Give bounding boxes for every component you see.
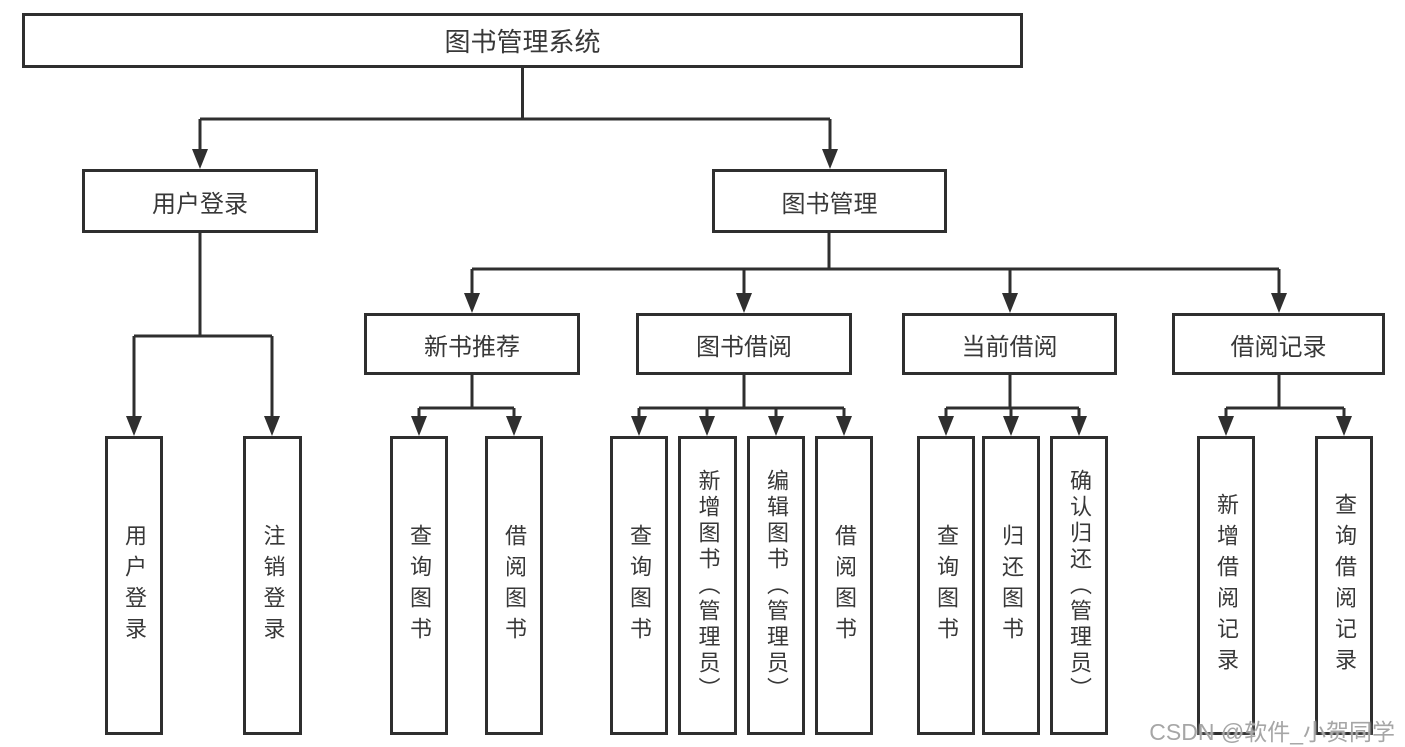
node-book-management: 图书管理 [712,169,947,233]
node-label: 图书借阅 [696,333,792,361]
leaf-label: 查询借阅记录 [1332,492,1357,679]
leaf-add-borrow-record: 新增借阅记录 [1197,436,1255,735]
leaf-logout: 注销登录 [243,436,302,735]
leaf-user-login: 用户登录 [105,436,163,735]
node-current-borrowing: 当前借阅 [902,313,1117,375]
leaf-label: 借阅图书 [502,523,527,648]
node-label: 用户登录 [152,190,248,218]
leaf-label: 新增图书（管理员） [695,468,721,703]
leaf-add-books-admin: 新增图书（管理员） [678,436,737,735]
leaf-label: 编辑图书（管理员） [764,468,789,703]
leaf-borrow-books-borrowing: 借阅图书 [815,436,873,735]
leaf-label: 查询图书 [934,523,959,648]
node-user-login: 用户登录 [82,169,318,233]
node-label: 图书管理系统 [444,27,601,57]
leaf-query-books-recommend: 查询图书 [390,436,448,735]
leaf-query-borrow-record: 查询借阅记录 [1315,436,1373,735]
node-library-system: 图书管理系统 [22,13,1023,68]
leaf-label: 借阅图书 [832,523,857,648]
leaf-label: 新增借阅记录 [1214,492,1239,679]
leaf-return-books: 归还图书 [982,436,1040,735]
node-label: 当前借阅 [961,333,1058,361]
leaf-edit-books-admin: 编辑图书（管理员） [747,436,805,735]
leaf-label: 确认归还（管理员） [1067,468,1092,703]
csdn-watermark: CSDN @软件_小贺同学 [1149,719,1395,745]
leaf-borrow-books-recommend: 借阅图书 [485,436,543,735]
node-label: 图书管理 [781,190,878,218]
node-new-book-recommend: 新书推荐 [364,313,580,375]
node-borrow-records: 借阅记录 [1172,313,1385,375]
arrowhead-icons [126,149,1352,436]
leaf-query-books-current: 查询图书 [917,436,975,735]
leaf-confirm-return-admin: 确认归还（管理员） [1050,436,1108,735]
node-book-borrowing: 图书借阅 [636,313,852,375]
leaf-query-books-borrowing: 查询图书 [610,436,668,735]
leaf-label: 查询图书 [407,523,432,648]
leaf-label: 注销登录 [260,523,286,648]
leaf-label: 用户登录 [122,523,147,648]
node-label: 新书推荐 [424,333,520,361]
leaf-label: 归还图书 [999,523,1024,648]
leaf-label: 查询图书 [627,523,652,648]
node-label: 借阅记录 [1230,333,1327,361]
